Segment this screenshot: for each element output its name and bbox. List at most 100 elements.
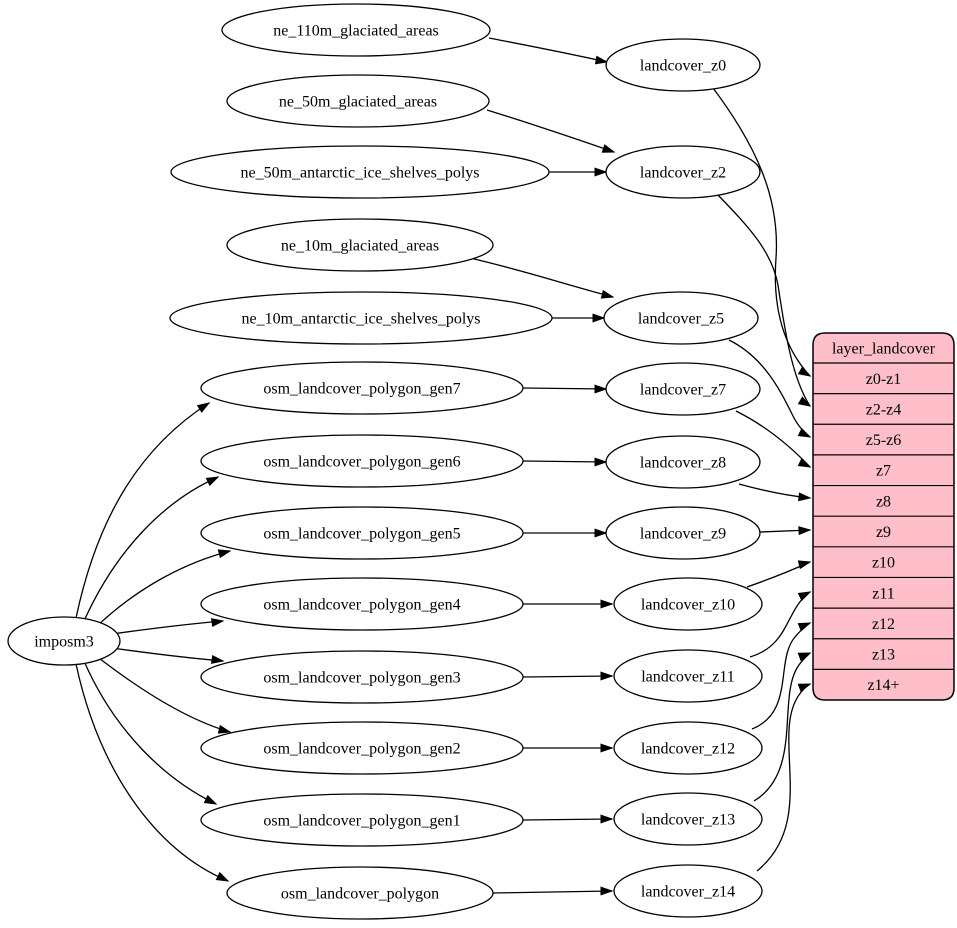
node-imposm3: imposm3: [7, 616, 121, 666]
edge-landcover_z2-to-layer_landcover-z2-z4: [716, 193, 812, 407]
edge-ne_50m_glaciated_areas-to-landcover_z2: [486, 109, 616, 153]
node-ellipse-osm_landcover_polygon_gen2: [200, 721, 524, 775]
edge-line: [486, 109, 615, 153]
table-row-z13: z13: [872, 647, 895, 664]
node-label-ne_50m_antarctic_ice_shelves_polys: ne_50m_antarctic_ice_shelves_polys: [240, 165, 479, 182]
arrowhead-icon: [600, 743, 614, 753]
edge-osm_landcover_polygon_gen1-to-landcover_z13: [522, 814, 614, 824]
node-osm_landcover_polygon_gen1: osm_landcover_polygon_gen1: [200, 793, 524, 847]
node-ellipse-osm_landcover_polygon_gen1: [200, 793, 524, 847]
edge-imposm3-to-osm_landcover_polygon_gen3: [111, 647, 225, 664]
node-landcover_z10: landcover_z10: [613, 577, 763, 631]
node-ne_10m_antarctic_ice_shelves_polys: ne_10m_antarctic_ice_shelves_polys: [169, 291, 553, 345]
node-ellipse-landcover_z7: [605, 362, 761, 416]
node-ne_10m_glaciated_areas: ne_10m_glaciated_areas: [226, 218, 494, 272]
edge-line: [716, 193, 811, 407]
edge-landcover_z14-to-layer_landcover-z14+: [756, 683, 812, 872]
node-ellipse-ne_50m_glaciated_areas: [226, 74, 490, 128]
edge-line: [83, 476, 219, 622]
edge-landcover_z9-to-layer_landcover-z9: [759, 526, 812, 536]
arrowhead-icon: [217, 549, 232, 559]
edge-ne_110m_glaciated_areas-to-landcover_z0: [488, 37, 609, 65]
node-ellipse-landcover_z14: [613, 864, 763, 918]
arrowhead-icon: [205, 476, 220, 487]
node-label-ne_10m_glaciated_areas: ne_10m_glaciated_areas: [281, 238, 439, 255]
edge-line: [522, 460, 607, 463]
node-osm_landcover_polygon_gen6: osm_landcover_polygon_gen6: [200, 434, 524, 488]
node-label-ne_50m_glaciated_areas: ne_50m_glaciated_areas: [279, 94, 437, 111]
node-landcover_z9: landcover_z9: [605, 506, 761, 560]
edge-osm_landcover_polygon_gen3-to-landcover_z11: [522, 671, 614, 681]
node-label-ne_10m_antarctic_ice_shelves_polys: ne_10m_antarctic_ice_shelves_polys: [241, 311, 480, 328]
edge-landcover_z0-to-layer_landcover-z0-z1: [712, 87, 812, 377]
node-landcover_z13: landcover_z13: [613, 792, 763, 846]
node-ellipse-landcover_z13: [613, 792, 763, 846]
edge-line: [94, 654, 231, 733]
node-osm_landcover_polygon: osm_landcover_polygon: [226, 866, 494, 920]
arrowhead-icon: [600, 671, 614, 681]
edge-ne_10m_glaciated_areas-to-landcover_z5: [469, 257, 615, 299]
arrowhead-icon: [215, 871, 230, 882]
node-osm_landcover_polygon_gen4: osm_landcover_polygon_gen4: [200, 577, 524, 631]
edge-line: [94, 550, 231, 629]
node-landcover_z0: landcover_z0: [605, 38, 761, 92]
edge-imposm3-to-osm_landcover_polygon_gen5: [94, 549, 232, 629]
arrowhead-icon: [797, 396, 812, 407]
node-ellipse-landcover_z5: [603, 291, 759, 345]
edge-imposm3-to-osm_landcover_polygon_gen7: [75, 402, 211, 619]
node-ellipse-ne_110m_glaciated_areas: [221, 3, 491, 57]
node-ellipse-ne_10m_antarctic_ice_shelves_polys: [169, 291, 553, 345]
node-ellipse-ne_50m_antarctic_ice_shelves_polys: [170, 145, 550, 199]
table-row-z5-z6: z5-z6: [866, 432, 902, 449]
edge-line: [522, 387, 607, 390]
edge-line: [522, 818, 613, 821]
edge-imposm3-to-osm_landcover_polygon: [75, 663, 230, 882]
arrowhead-icon: [600, 599, 614, 609]
arrowhead-icon: [594, 55, 609, 65]
edge-landcover_z11-to-layer_landcover-z11: [749, 591, 812, 658]
edge-imposm3-to-osm_landcover_polygon_gen6: [83, 476, 220, 622]
node-label-landcover_z10: landcover_z10: [641, 597, 735, 614]
node-ellipse-landcover_z12: [613, 721, 763, 775]
edge-osm_landcover_polygon_gen5-to-landcover_z9: [523, 528, 608, 538]
arrowhead-icon: [203, 794, 218, 805]
node-label-landcover_z9: landcover_z9: [640, 526, 726, 543]
edge-line: [75, 402, 210, 619]
arrowhead-icon: [594, 457, 608, 467]
edge-imposm3-to-osm_landcover_polygon_gen4: [111, 618, 225, 635]
node-ellipse-osm_landcover_polygon_gen5: [200, 506, 524, 560]
node-ellipse-osm_landcover_polygon_gen6: [200, 434, 524, 488]
edge-imposm3-to-osm_landcover_polygon_gen2: [94, 654, 232, 734]
edge-line: [488, 37, 608, 63]
edge-line: [75, 663, 229, 882]
node-label-osm_landcover_polygon_gen6: osm_landcover_polygon_gen6: [263, 454, 460, 471]
node-label-landcover_z12: landcover_z12: [641, 741, 735, 758]
arrowhead-icon: [797, 591, 812, 602]
arrowhead-icon: [594, 528, 608, 538]
node-landcover_z11: landcover_z11: [613, 649, 763, 703]
edge-ne_10m_antarctic_ice_shelves_polys-to-landcover_z5: [552, 313, 606, 323]
node-landcover_z5: landcover_z5: [603, 291, 759, 345]
node-label-landcover_z0: landcover_z0: [640, 58, 726, 75]
node-label-ne_110m_glaciated_areas: ne_110m_glaciated_areas: [273, 23, 439, 40]
node-ellipse-osm_landcover_polygon_gen7: [200, 361, 524, 415]
arrowhead-icon: [594, 384, 608, 394]
node-ellipse-landcover_z10: [613, 577, 763, 631]
edge-line: [492, 890, 613, 894]
arrowhead-icon: [210, 618, 225, 628]
node-ellipse-osm_landcover_polygon_gen3: [200, 650, 524, 704]
node-label-osm_landcover_polygon_gen4: osm_landcover_polygon_gen4: [263, 597, 460, 614]
node-label-landcover_z8: landcover_z8: [640, 455, 726, 472]
edge-osm_landcover_polygon_gen6-to-landcover_z8: [522, 457, 608, 467]
edge-osm_landcover_polygon_gen7-to-landcover_z7: [522, 384, 608, 394]
node-ellipse-landcover_z11: [613, 649, 763, 703]
table-row-z9: z9: [876, 524, 891, 541]
table-title: layer_landcover: [832, 341, 936, 358]
node-osm_landcover_polygon_gen2: osm_landcover_polygon_gen2: [200, 721, 524, 775]
node-label-osm_landcover_polygon_gen5: osm_landcover_polygon_gen5: [263, 526, 460, 543]
edge-line: [469, 257, 614, 298]
table-row-z10: z10: [872, 555, 895, 572]
arrowhead-icon: [594, 167, 608, 177]
node-ellipse-landcover_z8: [605, 435, 761, 489]
table-row-z2-z4: z2-z4: [866, 401, 902, 418]
